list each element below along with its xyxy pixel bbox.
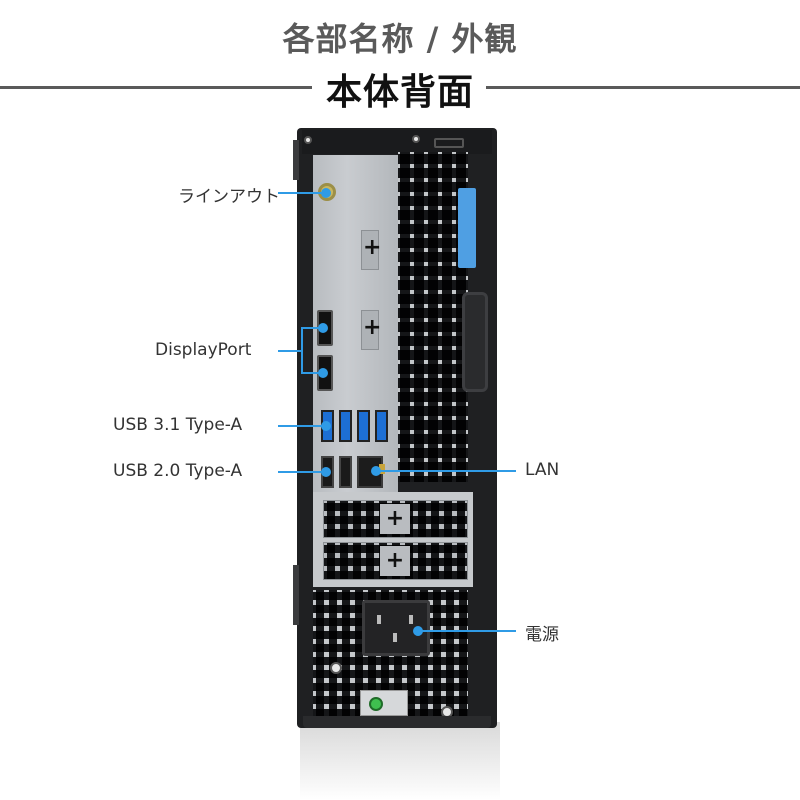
cover-latch <box>458 188 476 268</box>
label-usb20: USB 2.0 Type-A <box>113 461 243 481</box>
leader-power <box>418 630 516 632</box>
psu-test-tab <box>360 690 408 716</box>
leader-displayport-branch-1 <box>301 327 323 329</box>
case-side-lip-lower <box>293 565 299 625</box>
case-shadow <box>300 722 500 800</box>
plus-icon: + <box>363 315 382 340</box>
page-title: 本体背面 <box>325 72 474 113</box>
socket-pin <box>393 633 397 642</box>
screw-icon <box>330 662 342 674</box>
socket-pin <box>409 615 413 624</box>
usb31-port-4 <box>375 410 388 442</box>
lock-slot <box>434 138 464 148</box>
case-bottom-bar <box>303 716 491 728</box>
case-top-bar <box>302 130 492 154</box>
leader-dot <box>321 188 331 198</box>
case-handle <box>462 292 488 392</box>
leader-line-out <box>278 192 324 194</box>
leader-dot <box>321 421 331 431</box>
plus-icon: + <box>380 504 410 534</box>
leader-usb20 <box>278 471 324 473</box>
psu-led-icon <box>369 697 383 711</box>
label-displayport: DisplayPort <box>155 340 252 360</box>
leader-lan <box>376 470 516 472</box>
label-power: 電源 <box>525 625 559 645</box>
usb31-port-2 <box>339 410 352 442</box>
leader-displayport <box>278 350 303 352</box>
plus-icon: + <box>380 546 410 576</box>
vent-grille <box>398 152 468 482</box>
screw-icon <box>304 136 312 144</box>
case-side-lip <box>293 140 299 180</box>
knockout-plate <box>361 310 379 350</box>
leader-dot <box>318 368 328 378</box>
leader-dot <box>321 467 331 477</box>
plus-icon: + <box>363 235 382 260</box>
divider-left <box>0 86 312 89</box>
label-lan: LAN <box>525 460 560 480</box>
leader-usb31 <box>278 425 324 427</box>
leader-dot <box>318 323 328 333</box>
label-usb31: USB 3.1 Type-A <box>113 415 243 435</box>
usb20-port-2 <box>339 456 352 488</box>
divider-right <box>486 86 800 89</box>
screw-icon <box>412 135 420 143</box>
usb31-port-3 <box>357 410 370 442</box>
socket-pin <box>377 615 381 624</box>
leader-displayport-bracket <box>301 327 303 374</box>
section-subtitle: 各部名称 / 外観 <box>282 20 518 58</box>
label-line-out: ラインアウト <box>178 187 280 207</box>
knockout-plate <box>361 230 379 270</box>
leader-displayport-branch-2 <box>301 372 323 374</box>
